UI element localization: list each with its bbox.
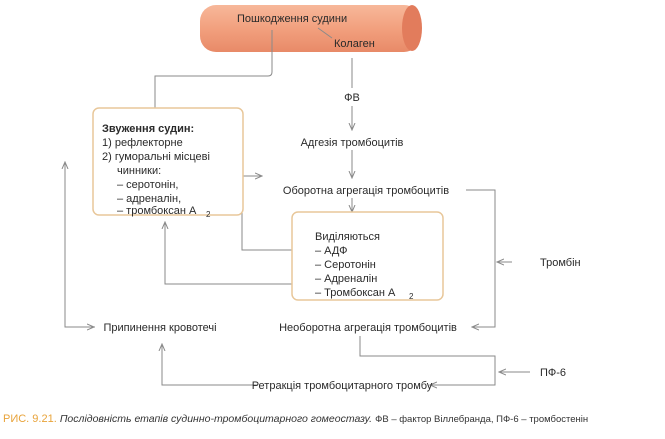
vessel-title: Пошкодження судини — [237, 13, 347, 25]
collagen-label: Колаген — [334, 38, 375, 50]
irreversible-label: Необоротна агрегація тромбоцитів — [279, 322, 457, 334]
constriction-box: Звуження судин: 1) рефлекторне 2) гумора… — [92, 107, 244, 219]
adhesion-label: Адгезія тромбоцитів — [301, 137, 404, 149]
arrow-reversible-irreversible — [466, 189, 496, 327]
svg-text:1) рефлекторне: 1) рефлекторне — [102, 137, 183, 149]
svg-text:Виділяються: Виділяються — [315, 231, 380, 243]
svg-text:– Адреналін: – Адреналін — [315, 273, 377, 285]
reversible-label: Оборотна агрегація тромбоцитів — [283, 185, 449, 197]
arrow-irreversible-retraction — [359, 336, 496, 385]
svg-text:2: 2 — [206, 210, 211, 219]
fv-label: ФВ — [344, 92, 360, 104]
svg-text:– адреналін,: – адреналін, — [117, 193, 181, 205]
svg-text:чинники:: чинники: — [117, 165, 161, 177]
svg-text:2) гуморальні місцеві: 2) гуморальні місцеві — [102, 151, 210, 163]
svg-text:– тромбоксан A: – тромбоксан A — [117, 205, 197, 217]
svg-text:– Серотонін: – Серотонін — [315, 259, 376, 271]
svg-text:Звуження судин:: Звуження судин: — [102, 123, 194, 135]
caption-number: РИС. 9.21. — [3, 413, 57, 425]
caption-title: Послідовність етапів судинно-тромбоцитар… — [60, 413, 372, 425]
arrow-release-constriction — [165, 222, 292, 285]
release-box: Виділяються – АДФ – Серотонін – Адреналі… — [291, 211, 444, 301]
svg-text:2: 2 — [409, 292, 414, 301]
svg-text:– серотонін,: – серотонін, — [117, 179, 178, 191]
svg-text:– Тромбоксан A: – Тромбоксан A — [315, 287, 396, 299]
vessel-cylinder: Пошкодження судини Колаген — [200, 5, 422, 52]
thrombin-label: Тромбін — [540, 257, 581, 269]
stop-bleeding-label: Припинення кровотечі — [103, 322, 216, 334]
pf6-label: ПФ-6 — [540, 367, 566, 379]
connector-vessel-constriction — [154, 30, 273, 108]
caption-note: ФВ – фактор Віллебранда, ПФ-6 – тромбост… — [375, 414, 588, 425]
figure-caption: РИС. 9.21. Послідовність етапів судинно-… — [3, 413, 588, 425]
retraction-label: Ретракція тромбоцитарного тромбу — [252, 380, 433, 392]
arrow-loop-left — [65, 162, 95, 328]
svg-text:– АДФ: – АДФ — [315, 245, 347, 257]
arrow-retraction-stop — [162, 344, 258, 386]
